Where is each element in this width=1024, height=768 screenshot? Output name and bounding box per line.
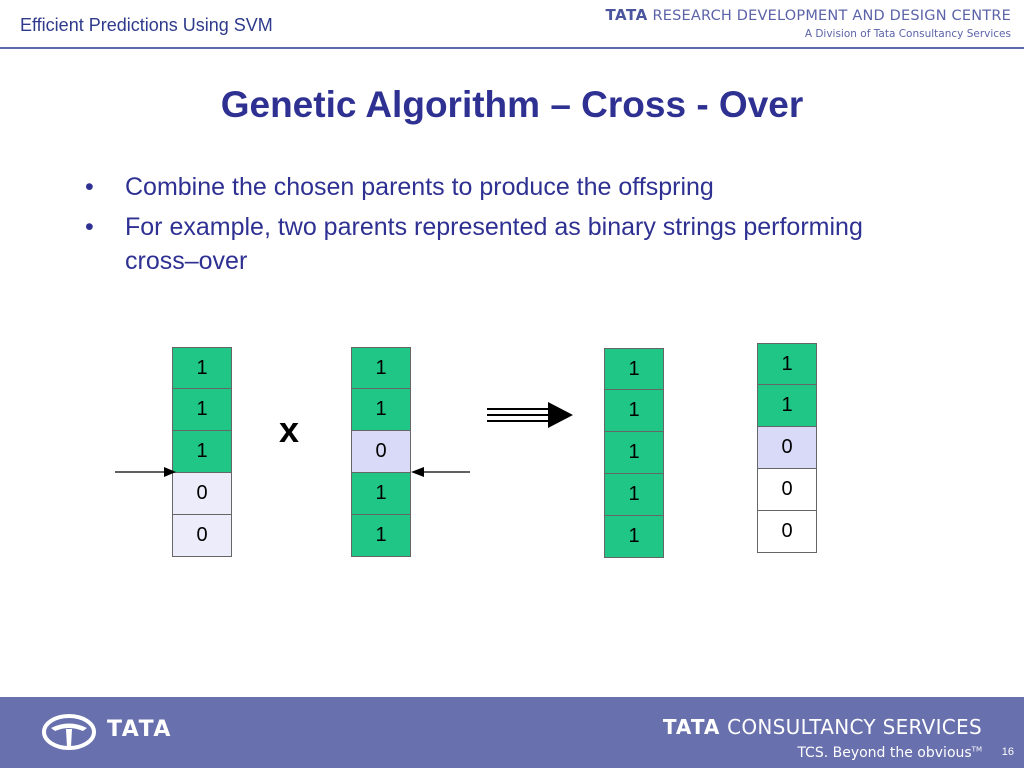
bullet-marker: • <box>85 213 94 241</box>
slide-title: Genetic Algorithm – Cross - Over <box>220 84 804 125</box>
offspring1-chromosome: 1 1 1 1 1 <box>604 348 664 558</box>
gene-cell: 0 <box>757 511 817 553</box>
bullet-text: Combine the chosen parents to produce th… <box>125 173 714 201</box>
offspring2-chromosome: 1 1 0 0 0 <box>757 343 817 553</box>
company-brand: TATA <box>662 715 721 739</box>
org-name-line: TATA RESEARCH DEVELOPMENT AND DESIGN CEN… <box>605 6 1011 24</box>
crossover-point-arrow-left <box>115 467 176 477</box>
gene-cell: 1 <box>604 390 664 432</box>
parent2-chromosome: 1 1 0 1 1 <box>351 347 411 557</box>
page-number: 16 <box>1001 746 1014 758</box>
crossover-point-arrow-right <box>411 467 470 477</box>
gene-cell: 0 <box>351 431 411 473</box>
company-name: CONSULTANCY SERVICES <box>727 715 982 739</box>
gene-cell: 1 <box>351 515 411 557</box>
gene-cell: 1 <box>604 516 664 558</box>
crossover-operator: x <box>279 409 300 450</box>
org-header: TATA RESEARCH DEVELOPMENT AND DESIGN CEN… <box>605 6 1011 40</box>
company-name-line: TATA CONSULTANCY SERVICES <box>663 715 982 739</box>
company-tagline: TCS. Beyond the obviousTM <box>663 745 982 761</box>
gene-cell: 1 <box>351 473 411 515</box>
gene-cell: 1 <box>172 389 232 431</box>
gene-cell: 0 <box>757 427 817 469</box>
gene-cell: 0 <box>757 469 817 511</box>
tata-logo-icon <box>42 714 96 750</box>
footer-logo-text: TATA <box>107 717 172 742</box>
org-brand: TATA <box>605 6 648 24</box>
footer-bar: TATA TATA CONSULTANCY SERVICES TCS. Beyo… <box>0 697 1024 768</box>
bullet-text: For example, two parents represented as … <box>125 213 863 275</box>
bullet-item: • For example, two parents represented a… <box>85 210 865 278</box>
parent1-chromosome: 1 1 1 0 0 <box>172 347 232 557</box>
bullet-marker: • <box>85 173 94 201</box>
trademark-mark: TM <box>971 745 982 754</box>
gene-cell: 1 <box>604 432 664 474</box>
crossover-arrows <box>115 402 573 477</box>
gene-cell: 1 <box>604 348 664 390</box>
gene-cell: 1 <box>351 389 411 431</box>
org-division: A Division of Tata Consultancy Services <box>804 28 1011 40</box>
org-name: RESEARCH DEVELOPMENT AND DESIGN CENTRE <box>652 8 1011 24</box>
produces-arrow-icon <box>487 402 573 428</box>
gene-cell: 1 <box>757 343 817 385</box>
bullet-list: • Combine the chosen parents to produce … <box>85 170 865 284</box>
gene-cell: 1 <box>351 347 411 389</box>
gene-cell: 1 <box>757 385 817 427</box>
gene-cell: 1 <box>172 347 232 389</box>
gene-cell: 1 <box>172 431 232 473</box>
gene-cell: 0 <box>172 473 232 515</box>
presentation-title: Efficient Predictions Using SVM <box>20 15 273 35</box>
bullet-item: • Combine the chosen parents to produce … <box>85 170 865 204</box>
header-divider <box>0 47 1024 49</box>
tagline-text: TCS. Beyond the obvious <box>797 745 972 761</box>
gene-cell: 0 <box>172 515 232 557</box>
footer-company: TATA CONSULTANCY SERVICES TCS. Beyond th… <box>663 715 982 761</box>
gene-cell: 1 <box>604 474 664 516</box>
